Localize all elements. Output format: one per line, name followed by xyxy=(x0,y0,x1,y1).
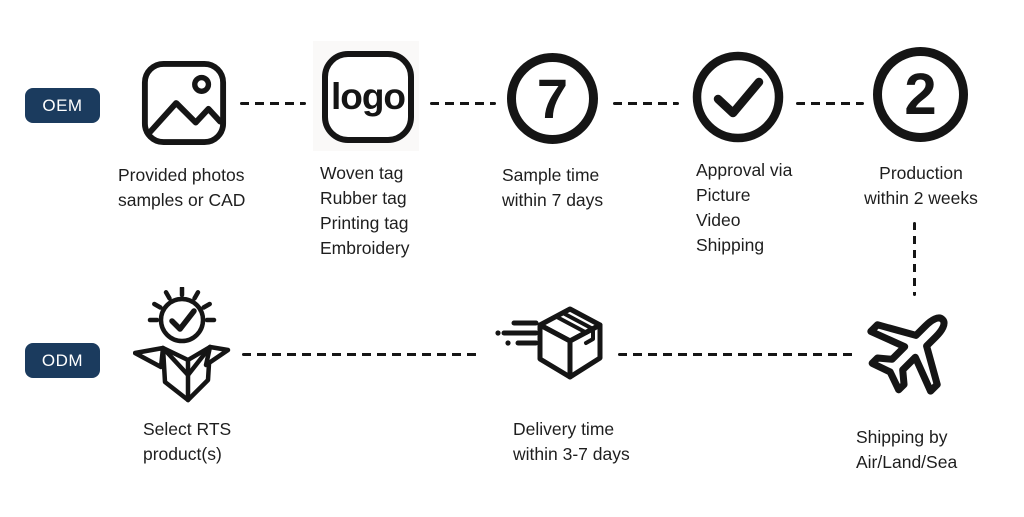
step-label-select-rts: Select RTS product(s) xyxy=(143,417,231,467)
step-label-delivery-time: Delivery time within 3-7 days xyxy=(513,417,630,467)
dashed-connector-h xyxy=(240,102,306,105)
label-line: Select RTS xyxy=(143,419,232,439)
dashed-connector-v xyxy=(913,222,916,296)
label-line: Provided photos xyxy=(118,165,245,185)
dashed-connector-h xyxy=(618,353,853,356)
label-line: Printing tag xyxy=(320,213,409,233)
step-label-approval: Approval via Picture Video Shipping xyxy=(696,158,792,258)
airplane-icon xyxy=(851,289,973,416)
label-line: Shipping xyxy=(696,235,765,255)
circle-7-digit: 7 xyxy=(536,67,569,130)
label-line: Rubber tag xyxy=(320,188,407,208)
step-label-sample-time: Sample time within 7 days xyxy=(502,163,603,213)
select-box-icon xyxy=(132,285,238,410)
label-line: Air/Land/Sea xyxy=(856,452,958,472)
circle-2-digit: 2 xyxy=(904,62,937,127)
label-line: Delivery time xyxy=(513,419,615,439)
label-line: within 3-7 days xyxy=(513,444,630,464)
step-label-tag-options: Woven tag Rubber tag Printing tag Embroi… xyxy=(320,161,409,261)
label-line: Picture xyxy=(696,185,751,205)
step-label-production: Production within 2 weeks xyxy=(846,161,996,211)
label-line: Video xyxy=(696,210,741,230)
label-line: within 7 days xyxy=(502,190,604,210)
step-label-shipping: Shipping by Air/Land/Sea xyxy=(856,425,957,475)
label-line: within 2 weeks xyxy=(864,188,978,208)
dashed-connector-h xyxy=(796,102,864,105)
photo-icon xyxy=(140,59,228,152)
label-line: Approval via xyxy=(696,160,793,180)
logo-tag-icon: logo xyxy=(322,51,414,143)
label-line: Woven tag xyxy=(320,163,404,183)
label-line: samples or CAD xyxy=(118,190,246,210)
approval-check-icon xyxy=(692,51,784,148)
delivery-box-icon xyxy=(494,303,612,404)
odm-badge: ODM xyxy=(25,343,100,378)
dashed-connector-h xyxy=(430,102,496,105)
logo-tag-text: logo xyxy=(330,76,406,117)
circle-2-icon: 2 xyxy=(873,47,968,142)
label-line: Shipping by xyxy=(856,427,948,447)
label-line: Embroidery xyxy=(320,238,410,258)
label-line: product(s) xyxy=(143,444,222,464)
label-line: Production xyxy=(879,163,963,183)
circle-7-icon: 7 xyxy=(507,53,598,144)
label-line: Sample time xyxy=(502,165,600,185)
dashed-connector-h xyxy=(242,353,477,356)
dashed-connector-h xyxy=(613,102,679,105)
oem-badge: OEM xyxy=(25,88,100,123)
step-label-provided-photos: Provided photos samples or CAD xyxy=(118,163,245,213)
